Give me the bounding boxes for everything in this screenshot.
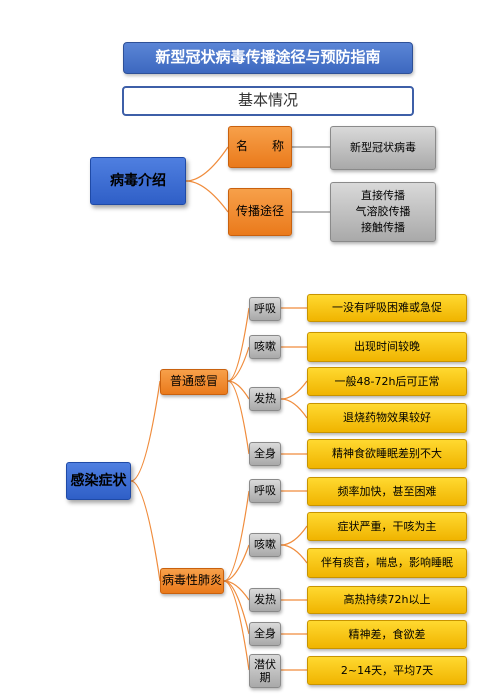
name-label-node: 名 称 — [228, 126, 292, 168]
page-title: 新型冠状病毒传播途径与预防指南 — [123, 42, 413, 74]
pneumonia-body-node: 全身 — [249, 622, 281, 646]
pneumonia-cough-detail-1: 症状严重，干咳为主 — [307, 512, 467, 541]
pneumonia-incubation-node: 潜伏 期 — [249, 654, 281, 688]
pneumonia-breathing-detail: 频率加快，甚至困难 — [307, 477, 467, 506]
pneumonia-fever-node: 发热 — [249, 588, 281, 612]
cold-breathing-node: 呼吸 — [249, 297, 281, 321]
pneumonia-cough-node: 咳嗽 — [249, 533, 281, 557]
cold-body-node: 全身 — [249, 442, 281, 466]
cold-fever-detail-2: 退烧药物效果较好 — [307, 403, 467, 433]
name-value-node: 新型冠状病毒 — [330, 126, 436, 170]
transmission-label-node: 传播途径 — [228, 188, 292, 236]
pneumonia-fever-detail: 高热持续72h以上 — [307, 586, 467, 614]
cold-fever-detail-1: 一般48-72h后可正常 — [307, 367, 467, 396]
section-subtitle: 基本情况 — [122, 86, 414, 116]
pneumonia-body-detail: 精神差，食欲差 — [307, 620, 467, 649]
common-cold-node: 普通感冒 — [160, 369, 228, 395]
cold-fever-node: 发热 — [249, 387, 281, 411]
cold-cough-node: 咳嗽 — [249, 335, 281, 359]
cold-body-detail: 精神食欲睡眠差别不大 — [307, 439, 467, 469]
cold-breathing-detail: 一没有呼吸困难或急促 — [307, 294, 467, 322]
viral-pneumonia-node: 病毒性肺炎 — [160, 568, 224, 594]
transmission-value-node: 直接传播 气溶胶传播 接触传播 — [330, 182, 436, 242]
pneumonia-incubation-detail: 2~14天，平均7天 — [307, 656, 467, 685]
virus-intro-node: 病毒介绍 — [90, 157, 186, 205]
pneumonia-breathing-node: 呼吸 — [249, 479, 281, 503]
symptoms-node: 感染症状 — [66, 462, 131, 500]
cold-cough-detail: 出现时间较晚 — [307, 332, 467, 362]
pneumonia-cough-detail-2: 伴有痰音，喘息，影响睡眠 — [307, 548, 467, 578]
